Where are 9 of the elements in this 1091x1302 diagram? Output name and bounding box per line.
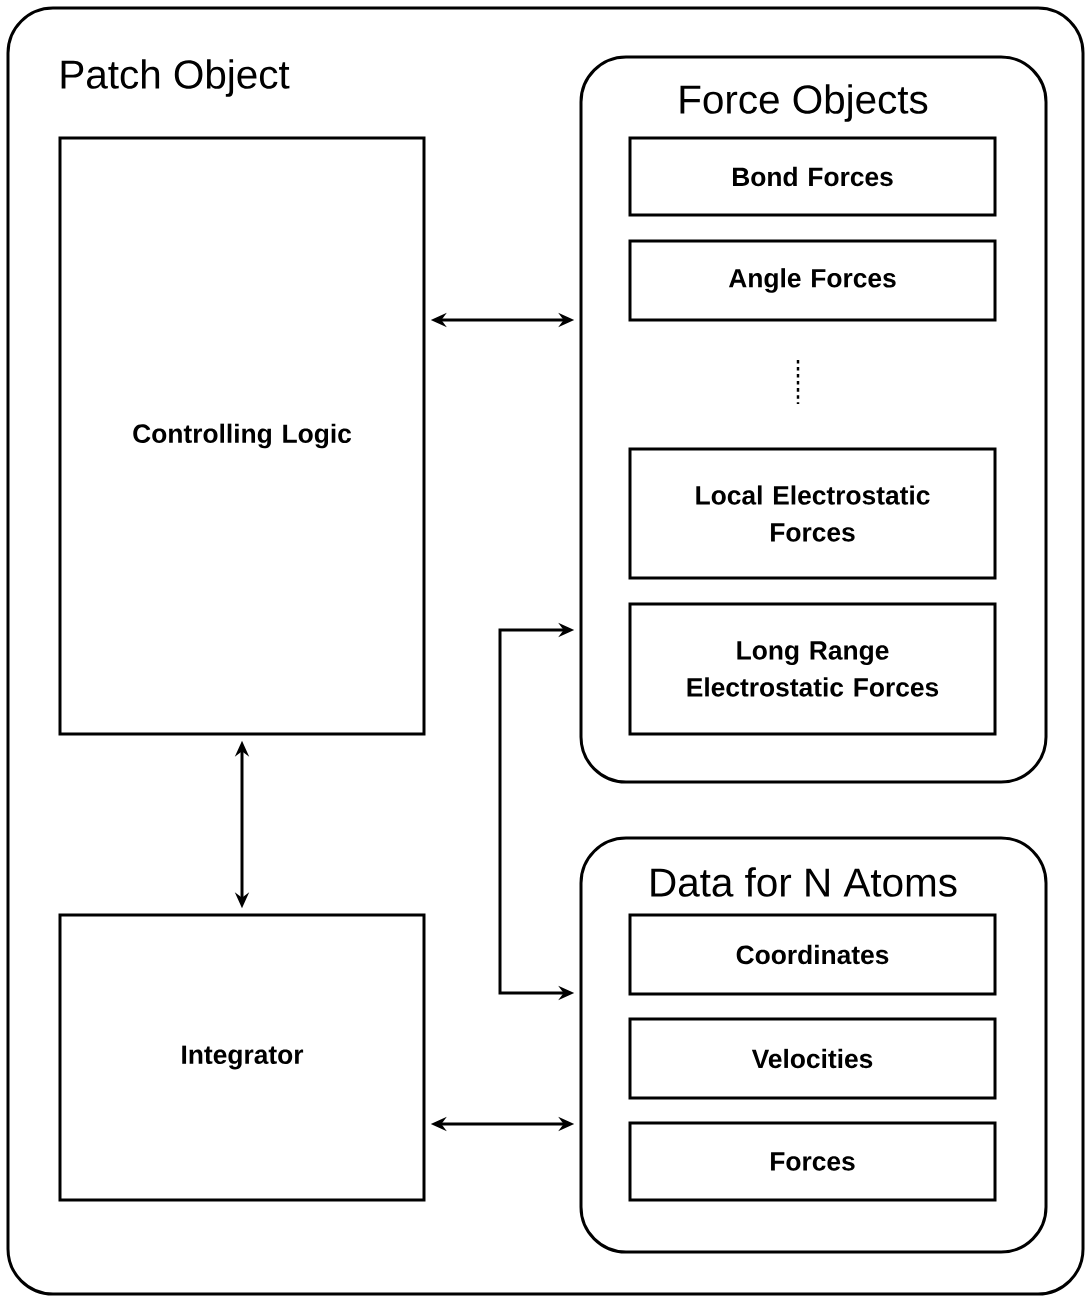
process-box: Controlling Logic <box>58 136 426 736</box>
process-box: Bond Forces <box>628 136 997 217</box>
process-box: Forces <box>628 1121 997 1202</box>
process-box: Local Electrostatic Forces <box>628 447 997 580</box>
process-box: Coordinates <box>628 913 997 996</box>
process-box: Long Range Electrostatic Forces <box>628 602 997 736</box>
process-box: Integrator <box>58 913 426 1202</box>
process-box: Velocities <box>628 1017 997 1100</box>
process-box: Angle Forces <box>628 239 997 322</box>
